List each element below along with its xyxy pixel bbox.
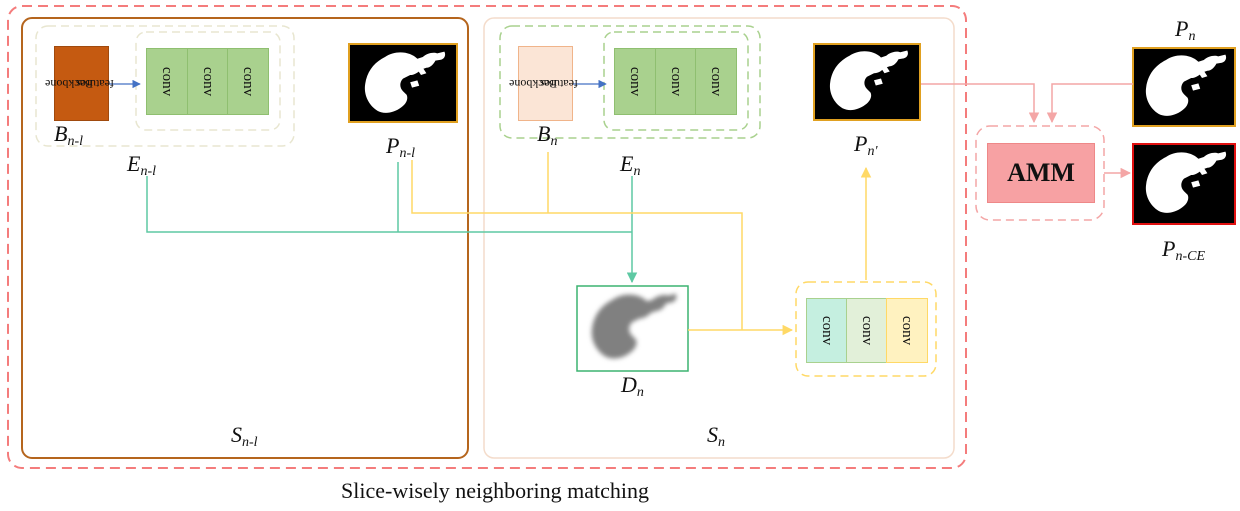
label-p-ce-sub: n-CE	[1175, 249, 1206, 264]
pink-flow-from-gt	[1046, 83, 1133, 124]
label-s-cur-base: S	[707, 422, 718, 447]
refine-conv-3: conv	[886, 298, 928, 363]
label-e-prev: En-l	[127, 151, 156, 180]
cur-conv-1-label: conv	[627, 66, 644, 97]
amm-label: AMM	[1007, 158, 1075, 187]
cur-conv-3: conv	[695, 48, 737, 115]
label-e-cur-base: E	[620, 151, 634, 176]
label-b-cur: Bn	[537, 121, 557, 150]
refine-conv-3-label: conv	[899, 315, 916, 346]
label-p-cur-prime: Pn'	[854, 131, 877, 160]
label-p-cur-prime-sub: n'	[867, 144, 878, 159]
label-b-cur-sub: n	[550, 134, 558, 149]
yellow-flow-line	[411, 160, 743, 330]
cur-backbone-line2: features	[539, 77, 578, 91]
pink-flow-from-pred	[921, 83, 1040, 124]
prev-conv-1-label: conv	[159, 66, 176, 97]
amm-box: AMM	[987, 143, 1095, 203]
refine-conv-1: conv	[806, 298, 847, 363]
amm-group	[975, 125, 1105, 221]
cur-conv-2-label: conv	[667, 66, 684, 97]
prev-backbone-line2: features	[75, 77, 114, 91]
refine-conv-2: conv	[846, 298, 887, 363]
refine-conv-group	[795, 281, 937, 377]
refine-conv-2-label: conv	[858, 315, 875, 346]
label-e-prev-sub: n-l	[140, 164, 157, 179]
label-p-gt-base: P	[1175, 16, 1189, 41]
refine-conv-1-label: conv	[818, 315, 835, 346]
label-d-cur-base: D	[621, 372, 637, 397]
prev-conv-3: conv	[227, 48, 269, 115]
cur-conv-2: conv	[655, 48, 696, 115]
label-p-ce-base: P	[1162, 236, 1176, 261]
label-p-gt-sub: n	[1188, 29, 1196, 44]
label-b-prev-sub: n-l	[67, 134, 84, 149]
green-flow-line	[146, 176, 632, 233]
label-s-cur-sub: n	[718, 435, 725, 450]
cur-slice-panel	[483, 17, 955, 459]
label-d-cur-sub: n	[636, 385, 644, 400]
prev-encoder-group	[35, 25, 295, 147]
decoder-blurred-liver	[591, 293, 677, 359]
label-s-prev-base: S	[231, 422, 242, 447]
label-s-prev-sub: n-l	[242, 435, 258, 450]
label-e-cur-sub: n	[633, 164, 641, 179]
figure-caption: Slice-wisely neighboring matching	[341, 478, 649, 503]
cur-encoder-group	[499, 25, 761, 139]
label-p-prev-sub: n-l	[399, 146, 416, 161]
label-p-ce: Pn-CE	[1162, 236, 1205, 265]
label-p-cur-prime-base: P	[854, 131, 868, 156]
cur-conv-3-label: conv	[708, 66, 725, 97]
label-b-prev-base: B	[54, 121, 68, 146]
outer-dashed-frame	[7, 5, 967, 469]
prev-conv-1: conv	[146, 48, 188, 115]
label-d-cur: Dn	[621, 372, 644, 401]
prev-conv-2-label: conv	[199, 66, 216, 97]
prev-slice-panel	[21, 17, 469, 459]
label-p-gt: Pn	[1175, 16, 1195, 45]
label-p-prev-base: P	[386, 133, 400, 158]
label-s-cur: Sn	[707, 422, 725, 451]
label-b-cur-base: B	[537, 121, 551, 146]
label-p-prev: Pn-l	[386, 133, 415, 162]
cur-conv-1: conv	[614, 48, 656, 115]
label-e-cur: En	[620, 151, 640, 180]
prev-conv-2: conv	[187, 48, 228, 115]
prev-conv-3-label: conv	[240, 66, 257, 97]
label-e-prev-base: E	[127, 151, 141, 176]
label-s-prev: Sn-l	[231, 422, 258, 451]
label-b-prev: Bn-l	[54, 121, 83, 150]
